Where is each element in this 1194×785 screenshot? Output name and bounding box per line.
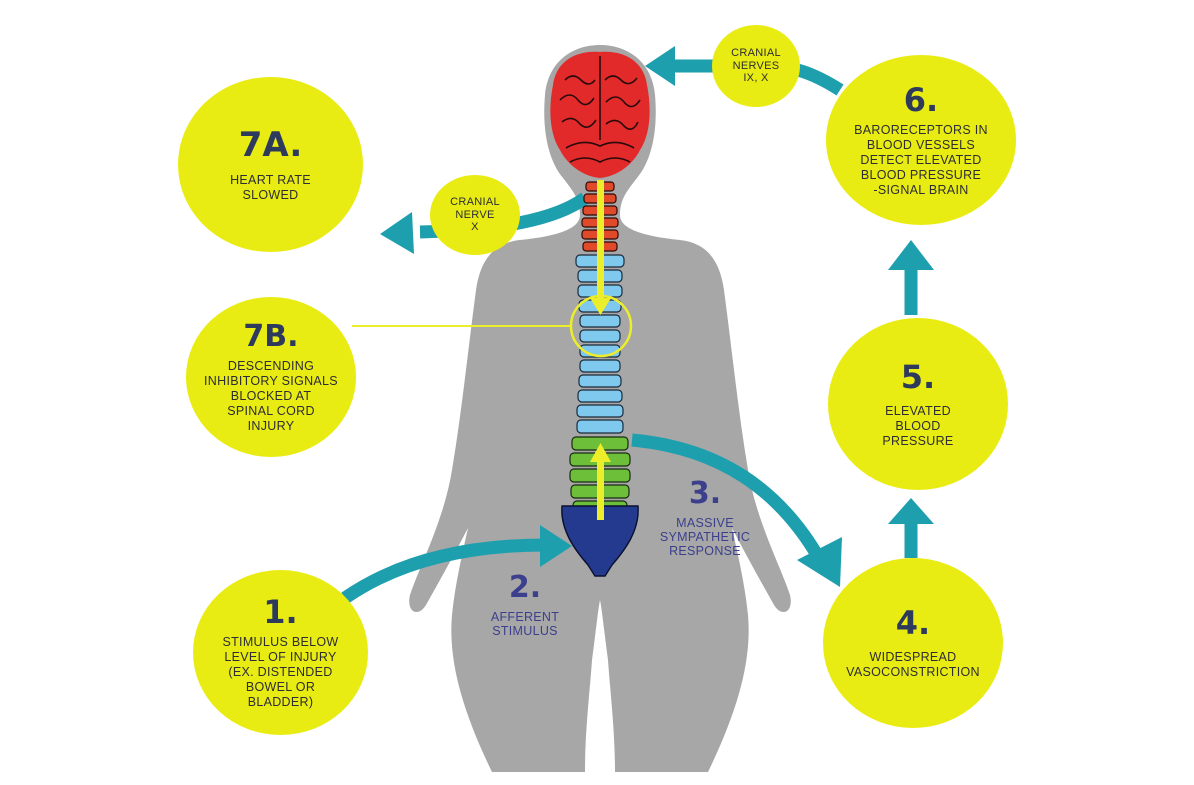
step-2-number: 2. xyxy=(508,570,542,605)
step-1-bubble: 1. STIMULUS BELOW LEVEL OF INJURY (EX. D… xyxy=(193,570,368,735)
cranial-nerves-ix-x-bubble: CRANIAL NERVES IX, X xyxy=(712,25,800,107)
arrowhead-brain xyxy=(645,46,675,86)
arrow-spine-to-step4 xyxy=(631,433,826,564)
arrowhead-step6 xyxy=(888,240,934,270)
step-3-label: 3. MASSIVE SYMPATHETIC RESPONSE xyxy=(640,476,770,559)
descending-signal-bar xyxy=(597,180,604,300)
injury-site-circle xyxy=(569,294,633,358)
step-2-text: AFFERENT STIMULUS xyxy=(490,610,560,638)
step-4-bubble: 4. WIDESPREAD VASOCONSTRICTION xyxy=(823,558,1003,728)
step-6-number: 6. xyxy=(903,80,939,119)
descending-signal-head xyxy=(590,298,611,315)
sacrum xyxy=(561,505,639,577)
cranial-nerve-x-text: CRANIAL NERVE X xyxy=(450,196,500,234)
step-3-number: 3. xyxy=(688,476,722,511)
step-7a-bubble: 7A. HEART RATE SLOWED xyxy=(178,77,363,252)
arrowhead-7a xyxy=(380,212,414,254)
thoracic-spine xyxy=(575,254,625,434)
arrowhead-step4 xyxy=(797,537,842,587)
step-7a-text: HEART RATE SLOWED xyxy=(230,172,311,202)
ascending-signal-head xyxy=(590,443,611,462)
arrowhead-step1 xyxy=(540,525,572,567)
brain xyxy=(550,51,650,178)
arrow-step1-to-spine xyxy=(341,538,546,604)
step-4-text: WIDESPREAD VASOCONSTRICTION xyxy=(846,650,980,679)
step-3-text: MASSIVE SYMPATHETIC RESPONSE xyxy=(659,516,751,558)
cranial-nerve-x-bubble: CRANIAL NERVE X xyxy=(430,175,520,255)
step-6-text: BARORECEPTORS IN BLOOD VESSELS DETECT EL… xyxy=(854,122,988,197)
step-7b-number: 7B. xyxy=(243,318,299,354)
step-5-number: 5. xyxy=(900,357,936,396)
step-1-number: 1. xyxy=(263,593,298,631)
step-7b-text: DESCENDING INHIBITORY SIGNALS BLOCKED AT… xyxy=(204,358,338,433)
step-2-label: 2. AFFERENT STIMULUS xyxy=(470,570,580,639)
step-7a-number: 7A. xyxy=(238,124,303,165)
step-1-text: STIMULUS BELOW LEVEL OF INJURY (EX. DIST… xyxy=(222,635,339,709)
ascending-signal-bar xyxy=(597,460,604,520)
step-5-text: ELEVATED BLOOD PRESSURE xyxy=(882,403,954,448)
step-7b-bubble: 7B. DESCENDING INHIBITORY SIGNALS BLOCKE… xyxy=(186,297,356,457)
cranial-nerves-ix-x-text: CRANIAL NERVES IX, X xyxy=(731,47,781,85)
step-6-bubble: 6. BARORECEPTORS IN BLOOD VESSELS DETECT… xyxy=(826,55,1016,225)
step-5-bubble: 5. ELEVATED BLOOD PRESSURE xyxy=(828,318,1008,490)
arrowhead-step5 xyxy=(888,498,934,524)
step-4-number: 4. xyxy=(895,604,931,642)
